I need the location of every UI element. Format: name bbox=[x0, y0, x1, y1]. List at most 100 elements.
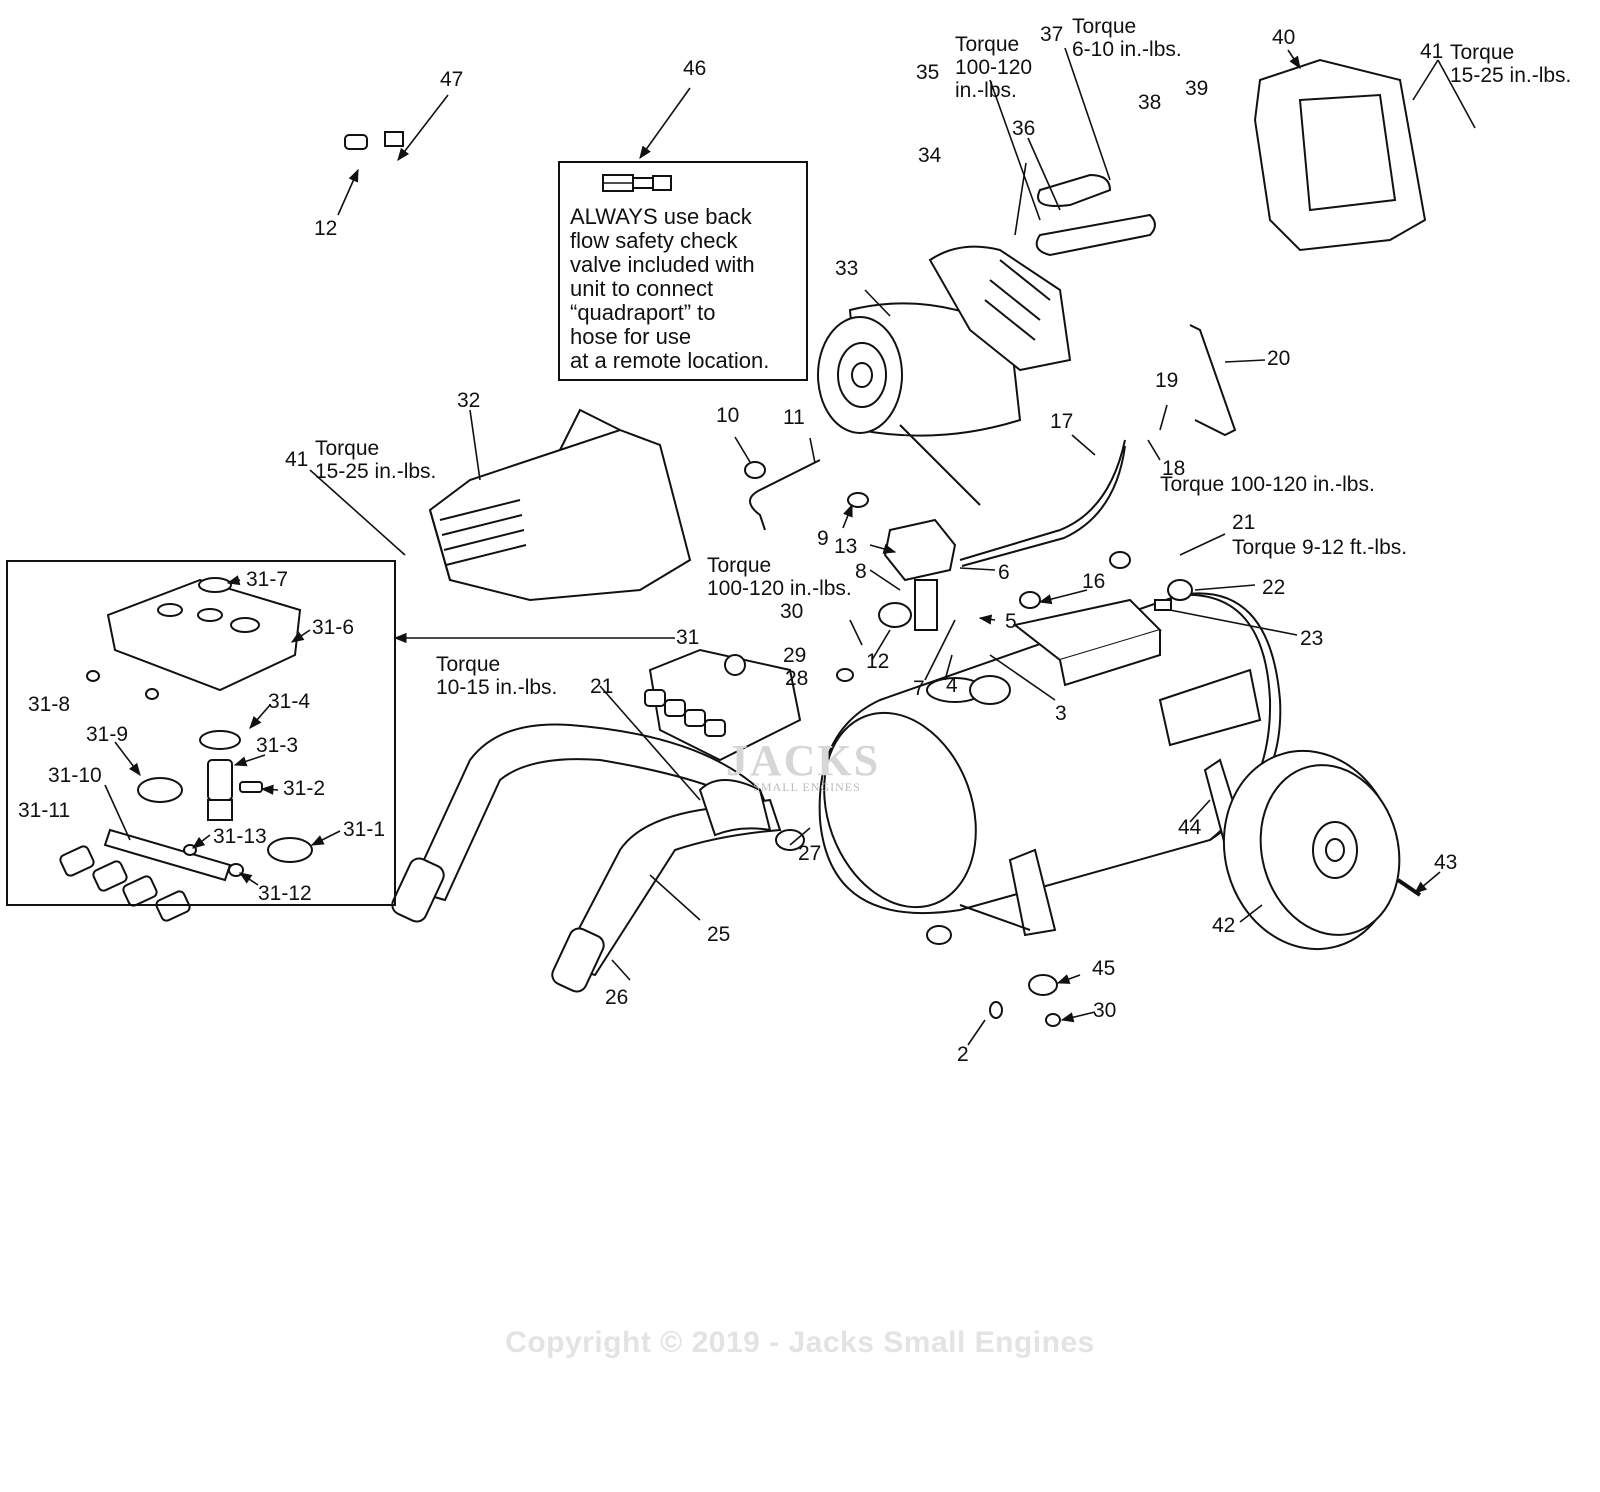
safety-notice-text: ALWAYS use back flow safety check valve … bbox=[570, 205, 769, 373]
tank-bracket bbox=[1012, 598, 1262, 747]
manifold-inset-box bbox=[6, 560, 396, 906]
callout-31-11: 31-11 bbox=[18, 799, 71, 822]
torque-note-18: Torque 100-120 in.-lbs. bbox=[1160, 473, 1375, 496]
callout-31-10: 31-10 bbox=[48, 764, 102, 787]
callout-11: 11 bbox=[783, 406, 805, 429]
callout-31-12: 31-12 bbox=[258, 882, 312, 905]
callout-2: 2 bbox=[957, 1043, 969, 1066]
callout-40: 40 bbox=[1272, 26, 1296, 49]
callout-25: 25 bbox=[707, 923, 731, 946]
callout-8: 8 bbox=[855, 560, 867, 583]
torque-line: 100-120 bbox=[955, 56, 1033, 80]
callout-10: 10 bbox=[716, 404, 740, 427]
callout-31-6: 31-6 bbox=[312, 616, 355, 639]
inset-parts bbox=[59, 577, 313, 922]
callout-16: 16 bbox=[1082, 570, 1106, 593]
notice-line: at a remote location. bbox=[570, 348, 770, 373]
torque-line: 10-15 in.-lbs. bbox=[436, 676, 558, 700]
callout-33: 33 bbox=[835, 257, 859, 280]
callout-5: 5 bbox=[1005, 610, 1017, 633]
callout-31-2: 31-2 bbox=[283, 777, 326, 800]
callout-41: 41 bbox=[285, 448, 309, 471]
callout-31-13: 31-13 bbox=[213, 825, 267, 848]
torque-line: Torque bbox=[955, 33, 1020, 56]
torque-note-8: Torque 100-120 in.-lbs. bbox=[707, 554, 852, 600]
wheel bbox=[1222, 749, 1422, 951]
torque-line: Torque bbox=[436, 653, 501, 676]
callout-7: 7 bbox=[913, 677, 925, 700]
handle bbox=[391, 723, 782, 993]
callout-21: 21 bbox=[590, 675, 614, 698]
callout-35: 35 bbox=[916, 61, 940, 84]
notice-line: valve included with bbox=[570, 252, 755, 277]
torque-line: 15-25 in.-lbs. bbox=[315, 460, 437, 484]
torque-line: 100-120 in.-lbs. bbox=[707, 577, 852, 601]
callout-31-7: 31-7 bbox=[246, 568, 289, 591]
air-tank bbox=[818, 592, 1282, 937]
torque-line: in.-lbs. bbox=[955, 79, 1017, 103]
torque-line: Torque bbox=[707, 554, 772, 577]
callout-28: 28 bbox=[785, 667, 809, 690]
callout-30: 30 bbox=[1093, 999, 1117, 1022]
torque-line: Torque bbox=[1450, 41, 1515, 64]
callout-31-1: 31-1 bbox=[343, 818, 386, 841]
callout-4: 4 bbox=[946, 674, 958, 697]
torque-note-21: Torque 9-12 ft.-lbs. bbox=[1232, 536, 1408, 559]
copyright-watermark: Copyright © 2019 - Jacks Small Engines bbox=[505, 1326, 1095, 1359]
callout-12: 12 bbox=[866, 650, 890, 673]
brand-watermark: JACKS bbox=[725, 736, 881, 785]
callout-34: 34 bbox=[918, 144, 942, 167]
callout-31-8: 31-8 bbox=[28, 693, 71, 716]
callout-31-3: 31-3 bbox=[256, 734, 299, 757]
callout-38: 38 bbox=[1138, 91, 1162, 114]
callout-47: 47 bbox=[440, 68, 464, 91]
torque-line: 15-25 in.-lbs. bbox=[1450, 64, 1572, 88]
notice-line: ALWAYS use back bbox=[570, 204, 752, 229]
torque-line: Torque bbox=[1072, 15, 1137, 38]
callout-42: 42 bbox=[1212, 914, 1236, 937]
callout-31: 31 bbox=[676, 626, 700, 649]
fitting-icon bbox=[602, 174, 672, 192]
torque-note-41-rear: Torque 15-25 in.-lbs. bbox=[1450, 41, 1571, 87]
callout-22: 22 bbox=[1262, 576, 1286, 599]
callout-23: 23 bbox=[1300, 627, 1324, 650]
callout-21: 21 bbox=[1232, 511, 1256, 534]
torque-note-37: Torque 6-10 in.-lbs. bbox=[1072, 15, 1182, 61]
callout-17: 17 bbox=[1050, 410, 1074, 433]
front-shroud bbox=[428, 408, 692, 602]
callout-32: 32 bbox=[457, 389, 481, 412]
callout-43: 43 bbox=[1434, 851, 1458, 874]
notice-line: “quadraport” to bbox=[570, 300, 716, 325]
callout-29: 29 bbox=[783, 644, 807, 667]
torque-note-31: Torque 10-15 in.-lbs. bbox=[436, 653, 557, 699]
callout-12: 12 bbox=[314, 217, 338, 240]
motor-pump bbox=[817, 245, 1072, 506]
callout-44: 44 bbox=[1178, 816, 1202, 839]
callout-36: 36 bbox=[1012, 117, 1036, 140]
callout-46: 46 bbox=[683, 57, 707, 80]
torque-note-41-front: Torque 15-25 in.-lbs. bbox=[315, 437, 436, 483]
safety-notice-box: ALWAYS use back flow safety check valve … bbox=[558, 161, 808, 381]
callout-27: 27 bbox=[798, 842, 822, 865]
callout-26: 26 bbox=[605, 986, 629, 1009]
callout-13: 13 bbox=[834, 535, 858, 558]
notice-line: unit to connect bbox=[570, 276, 714, 301]
callout-18: 18 bbox=[1162, 457, 1186, 480]
brand-watermark-subtitle: SMALL ENGINES bbox=[753, 780, 861, 794]
manifold-assembly bbox=[644, 648, 802, 762]
notice-line: flow safety check bbox=[570, 228, 738, 253]
callout-39: 39 bbox=[1185, 77, 1209, 100]
small-parts bbox=[344, 131, 1193, 1027]
callout-45: 45 bbox=[1092, 957, 1116, 980]
pressure-switch bbox=[878, 518, 957, 631]
leader-lines bbox=[104, 47, 1476, 1046]
callout-3: 3 bbox=[1055, 702, 1067, 725]
torque-line: 6-10 in.-lbs. bbox=[1072, 38, 1182, 62]
callout-6: 6 bbox=[998, 561, 1010, 584]
torque-note-35: Torque 100-120 in.-lbs. bbox=[955, 33, 1032, 102]
callout-19: 19 bbox=[1155, 369, 1179, 392]
tubes bbox=[749, 173, 1237, 567]
callout-41: 41 bbox=[1420, 40, 1444, 63]
callout-31-9: 31-9 bbox=[86, 723, 129, 746]
